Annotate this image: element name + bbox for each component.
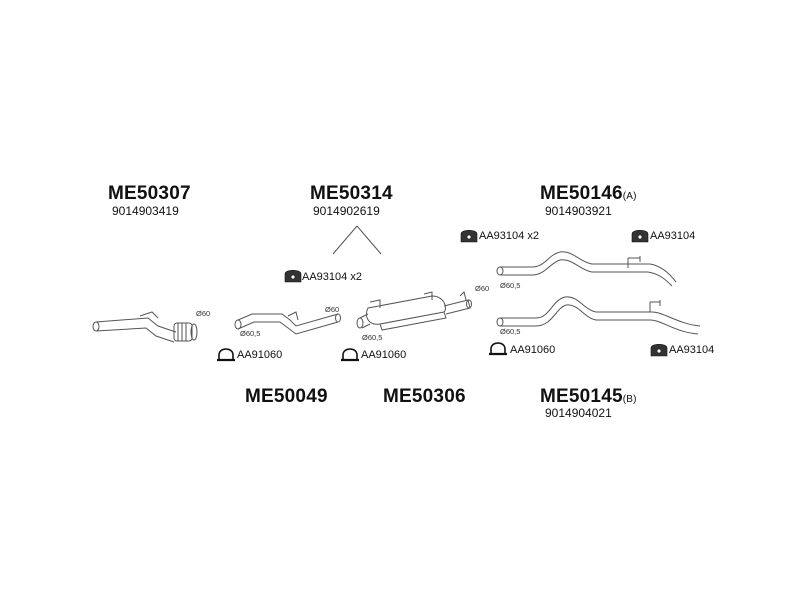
front-pipe <box>92 311 198 343</box>
accessory-hanger-x2-center[interactable]: AA93104 x2 <box>302 271 362 283</box>
oe-number-me50146: 9014903921 <box>545 204 612 218</box>
variant-label-a: (A) <box>622 191 637 202</box>
accessory-hanger-right-bottom[interactable]: AA93104 <box>669 344 715 356</box>
tail-pipe-b <box>496 296 701 335</box>
pipe-clamp-icon <box>217 348 235 362</box>
dimension-mid-pipe-in: Ø60,5 <box>240 329 261 338</box>
part-number-me50145[interactable]: ME50145(B) <box>540 386 637 407</box>
variant-label-b: (B) <box>622 394 637 405</box>
tail-pipe-a <box>496 251 677 287</box>
part-number-me50049[interactable]: ME50049 <box>245 386 328 407</box>
oe-number-me50314: 9014902619 <box>313 204 380 218</box>
rubber-hanger-icon <box>460 229 478 243</box>
oe-number-me50145: 9014904021 <box>545 406 612 420</box>
rubber-hanger-icon <box>631 229 649 243</box>
accessory-hanger-right-top[interactable]: AA93104 <box>650 230 696 242</box>
accessory-clamp-left[interactable]: AA91060 <box>237 349 283 361</box>
pipe-clamp-icon <box>489 342 507 356</box>
dimension-muffler-out: Ø60 <box>475 284 490 293</box>
oe-number-me50307: 9014903419 <box>112 204 179 218</box>
pipe-clamp-icon <box>341 348 359 362</box>
rubber-hanger-icon <box>284 269 302 283</box>
part-number-me50307[interactable]: ME50307 <box>108 183 191 204</box>
dimension-muffler-in: Ø60,5 <box>362 333 383 342</box>
dimension-tail-b: Ø60,5 <box>500 327 521 336</box>
dimension-tail-a: Ø60,5 <box>500 281 521 290</box>
accessory-clamp-center[interactable]: AA91060 <box>361 349 407 361</box>
rubber-hanger-icon <box>650 343 668 357</box>
accessory-hanger-x2-right[interactable]: AA93104 x2 <box>479 230 539 242</box>
dimension-mid-pipe-out: Ø60 <box>325 305 340 314</box>
accessory-clamp-right[interactable]: AA91060 <box>510 344 556 356</box>
muffler <box>356 291 472 331</box>
intermediate-pipe <box>234 311 341 335</box>
part-number-me50306[interactable]: ME50306 <box>383 386 466 407</box>
part-number-me50314[interactable]: ME50314 <box>310 183 393 204</box>
assembly-connector-lines <box>332 225 382 255</box>
part-number-me50146[interactable]: ME50146(A) <box>540 183 637 204</box>
dimension-front-pipe: Ø60 <box>196 309 211 318</box>
